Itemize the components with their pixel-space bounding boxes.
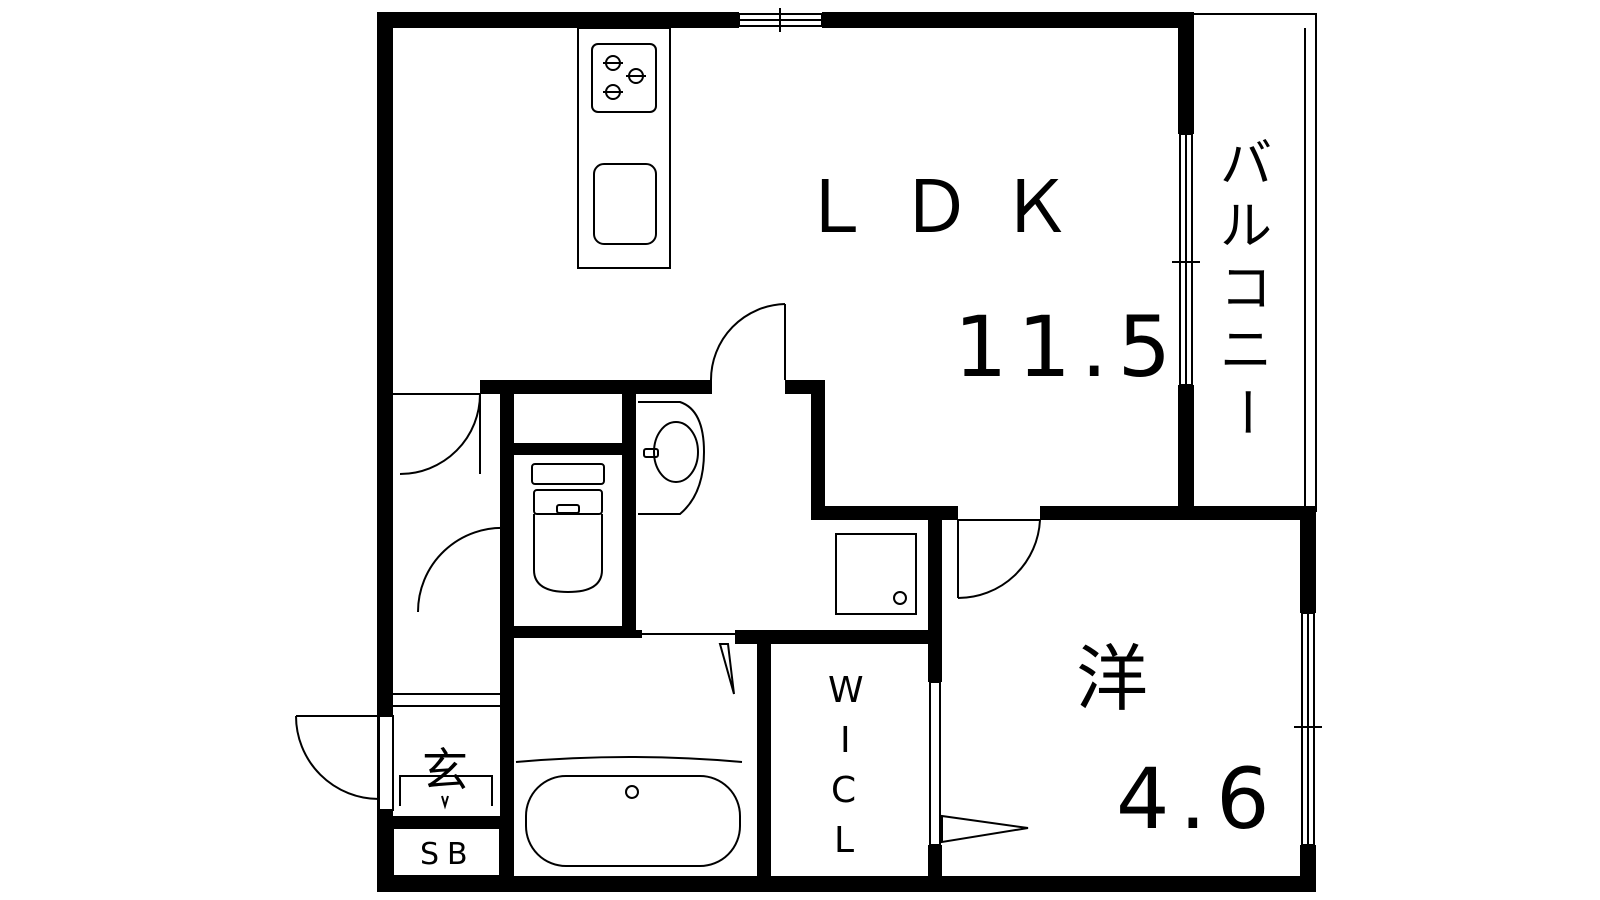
ldk-label: ＬＤＫ: [800, 165, 1100, 249]
room-labels: ＬＤＫ 11.5 洋 4.6 バ ル コ ニ ー W I C L 玄 SB: [420, 135, 1280, 872]
washbasin-icon: [638, 401, 706, 515]
shoebox-label: SB: [420, 837, 476, 872]
interior-walls: [393, 380, 1316, 885]
entrance-area: [392, 693, 501, 877]
wicl-char: W: [828, 670, 864, 711]
exterior-walls: [377, 12, 1316, 892]
toilet-door[interactable]: [416, 526, 508, 613]
doors: [295, 303, 1041, 844]
ldk-size: 11.5: [954, 298, 1181, 396]
western-size: 4.6: [1116, 750, 1280, 848]
corridor-door-upper[interactable]: [393, 393, 481, 475]
balcony-char: コ: [1220, 259, 1272, 319]
front-door[interactable]: [295, 715, 394, 811]
western-room-door[interactable]: [957, 519, 1041, 600]
wicl-char: L: [834, 820, 854, 861]
kitchen-counter: [577, 27, 671, 269]
wicl-label: W I C L: [828, 670, 864, 861]
balcony-char: バ: [1220, 135, 1272, 195]
toilet-icon: [531, 463, 605, 594]
washing-machine-pan: [835, 533, 917, 615]
windows: [738, 8, 1322, 846]
entrance-label: 玄: [422, 743, 468, 797]
balcony-char: ニ: [1220, 321, 1272, 381]
stove-burners: [603, 55, 646, 100]
balcony-char: ー: [1215, 386, 1275, 438]
ldk-door[interactable]: [710, 303, 786, 381]
sink-icon: [593, 163, 657, 245]
wicl-char: I: [840, 720, 851, 761]
bath-door[interactable]: [642, 633, 735, 695]
western-label: 洋: [1076, 637, 1148, 721]
wicl-door[interactable]: [941, 814, 1029, 844]
balcony-char: ル: [1220, 197, 1272, 257]
wicl-char: C: [831, 770, 856, 811]
balcony-label: バ ル コ ニ ー: [1215, 135, 1275, 438]
bathtub-icon: [515, 756, 743, 867]
